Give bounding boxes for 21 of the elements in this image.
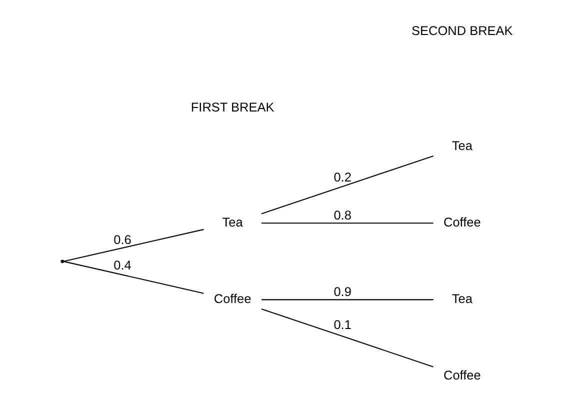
edge-label: 0.4 (114, 257, 132, 272)
edge-label: 0.1 (334, 317, 352, 332)
edge-label: 0.9 (334, 284, 352, 300)
edge-label: 0.6 (114, 232, 132, 247)
node-text: Coffee (443, 367, 481, 382)
edge-label: 0.8 (334, 208, 352, 223)
label: FIRST BREAK (190, 100, 274, 115)
node-text: Tea (222, 214, 243, 230)
connector (63, 228, 204, 262)
node-text: Tea (452, 290, 472, 306)
label: SECOND BREAK (411, 23, 513, 38)
connector (63, 260, 204, 294)
connector (262, 299, 434, 300)
connector (261, 155, 434, 214)
node-point (60, 260, 64, 264)
edge-label: 0.2 (334, 169, 352, 184)
connector (262, 222, 434, 224)
node-text: Coffee (214, 290, 252, 306)
node-text: Tea (452, 138, 472, 153)
connector (261, 308, 434, 368)
node-text: Coffee (443, 214, 481, 230)
